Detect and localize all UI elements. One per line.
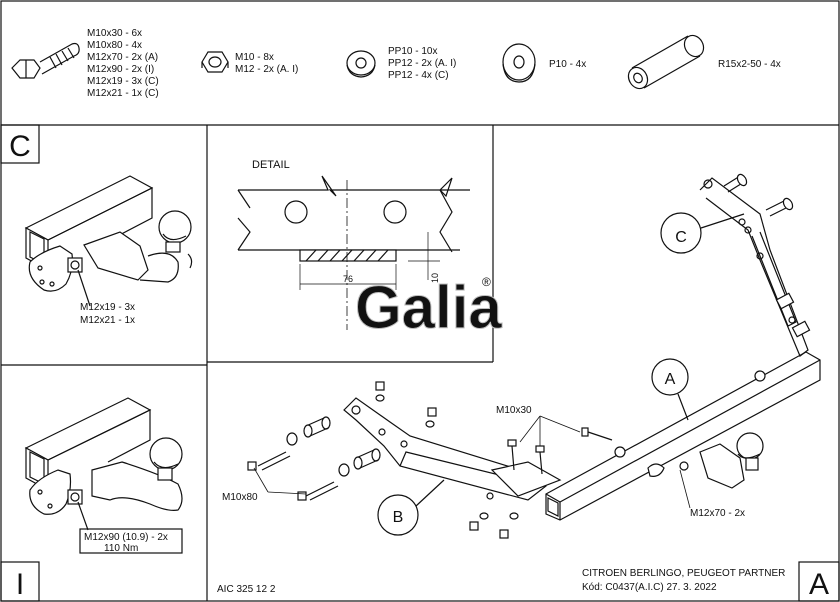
washer-spec: PP12 - 4x (C) bbox=[388, 70, 449, 81]
detail-thickness-dimension: 10 bbox=[430, 273, 440, 283]
bolt-spec: M12x90 - 2x (I) bbox=[87, 64, 154, 75]
parts-bolt-list: M10x30 - 6x M10x80 - 4x M12x70 - 2x (A) … bbox=[87, 28, 159, 99]
panel-c-bolt-spec: M12x21 - 1x bbox=[80, 315, 135, 326]
panel-i-hitch-sketch bbox=[24, 397, 183, 531]
detail-section-view bbox=[237, 175, 470, 330]
nut-spec: M10 - 8x bbox=[235, 52, 274, 63]
nut-icon bbox=[201, 51, 229, 73]
callout-c-label: C bbox=[675, 229, 687, 246]
panel-i-torque-spec: 110 Nm bbox=[104, 543, 138, 554]
callout-a-label: A bbox=[665, 371, 676, 388]
panel-c-hitch-sketch bbox=[24, 175, 193, 307]
washer-p-icon bbox=[502, 43, 536, 83]
m10x80-leader-label: M10x80 bbox=[222, 492, 258, 503]
washer-p-spec: P10 - 4x bbox=[549, 59, 586, 70]
bolt-icon bbox=[11, 42, 80, 79]
spacer-tube-icon bbox=[627, 34, 705, 90]
m12x70-leader-label: M12x70 - 2x bbox=[690, 508, 745, 519]
callout-b-label: B bbox=[393, 509, 404, 526]
bolt-spec: M12x19 - 3x (C) bbox=[87, 76, 159, 87]
bolt-spec: M10x30 - 6x bbox=[87, 28, 142, 39]
galia-watermark: Galia ® bbox=[355, 274, 503, 342]
bolt-spec: M10x80 - 4x bbox=[87, 40, 142, 51]
washer-spec: PP10 - 10x bbox=[388, 46, 437, 57]
washer-pp-icon bbox=[346, 50, 376, 78]
panel-a-label-box bbox=[798, 561, 840, 602]
main-assembly-view bbox=[247, 173, 821, 539]
drawing-kod-date: Kód: C0437(A.I.C) 27. 3. 2022 bbox=[582, 582, 717, 593]
panel-i-label-box bbox=[0, 561, 40, 602]
spacer-spec: R15x2-50 - 4x bbox=[718, 59, 781, 70]
galia-logo-text: Galia bbox=[355, 274, 502, 341]
detail-label: DETAIL bbox=[252, 159, 290, 171]
panel-c-letter: C bbox=[9, 130, 31, 163]
m10x30-leader-label: M10x30 bbox=[496, 405, 532, 416]
galia-registered-mark: ® bbox=[482, 275, 491, 289]
drawing-code: AIC 325 12 2 bbox=[217, 584, 276, 595]
panel-c-bolt-spec: M12x19 - 3x bbox=[80, 302, 135, 313]
vehicle-model: CITROEN BERLINGO, PEUGEOT PARTNER bbox=[582, 568, 785, 579]
bolt-spec: M12x21 - 1x (C) bbox=[87, 88, 159, 99]
detail-width-dimension: 76 bbox=[343, 274, 353, 284]
panel-a-letter: A bbox=[809, 568, 829, 601]
washer-spec: PP12 - 2x (A. I) bbox=[388, 58, 456, 69]
panel-i-bolt-spec: M12x90 (10.9) - 2x bbox=[84, 532, 168, 543]
parts-nut-list: M10 - 8x M12 - 2x (A. I) bbox=[235, 52, 298, 75]
panel-i-letter: I bbox=[16, 568, 24, 601]
nut-spec: M12 - 2x (A. I) bbox=[235, 64, 298, 75]
panel-c-label-box bbox=[0, 124, 40, 164]
parts-washer-pp-list: PP10 - 10x PP12 - 2x (A. I) PP12 - 4x (C… bbox=[388, 46, 456, 81]
bolt-spec: M12x70 - 2x (A) bbox=[87, 52, 158, 63]
panel-i-torque-box bbox=[79, 528, 183, 554]
